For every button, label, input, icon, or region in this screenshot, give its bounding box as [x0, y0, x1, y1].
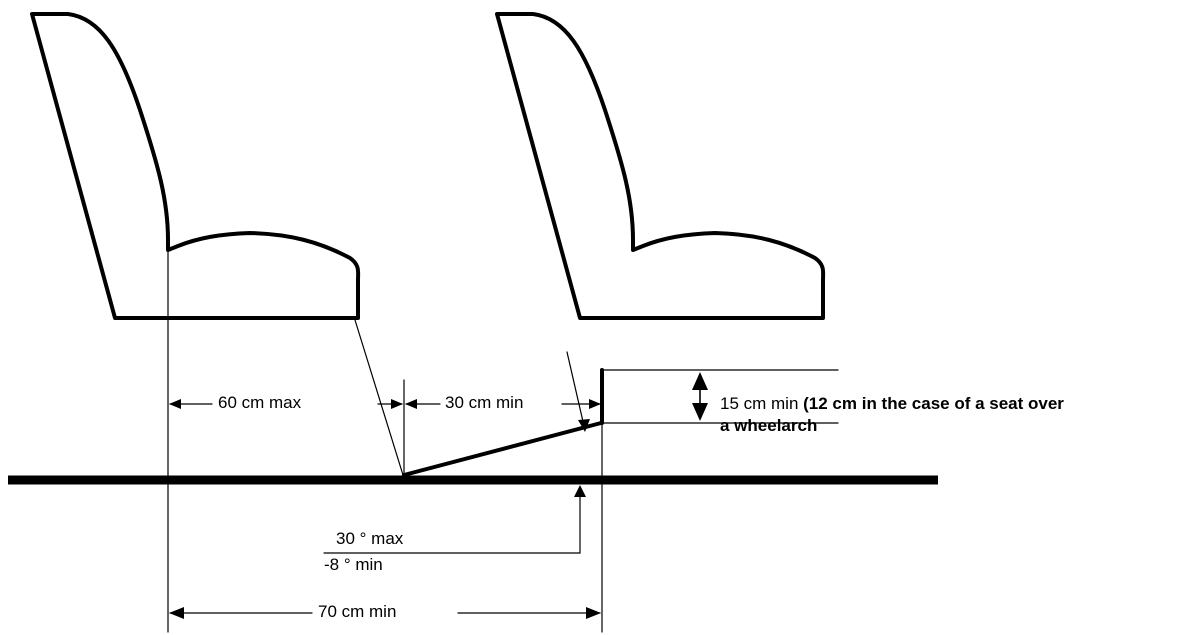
seat-spacing-arrow-right: [391, 399, 403, 409]
angle-indicator-arrow: [574, 485, 586, 497]
step-pointer-line: [566, 351, 585, 427]
step-depth-arrow-left: [405, 399, 417, 409]
clearance-arrow-right: [586, 607, 601, 619]
sloped-step-surface: [402, 421, 603, 477]
seat-front-slant-line: [354, 319, 404, 476]
angle-min-label: -8 ° min: [324, 555, 383, 574]
angle-max-label: 30 ° max: [336, 529, 404, 548]
height-label-prefix: 15 cm min: [720, 394, 804, 413]
seat-spacing-arrow-left: [169, 399, 181, 409]
height-arrow-down: [692, 403, 708, 421]
height-label-bold-line2: a wheelarch: [720, 416, 818, 435]
clearance-arrow-left: [169, 607, 184, 619]
left-seat: [30, 12, 361, 320]
height-arrow-up: [692, 372, 708, 390]
step-depth-arrow-right: [589, 399, 601, 409]
step-pointer-arrow: [578, 419, 590, 432]
right-seat: [495, 12, 826, 320]
step-depth-label: 30 cm min: [445, 393, 524, 413]
height-label: 15 cm min (12 cm in the case of a seat o…: [720, 393, 1064, 437]
seat-spacing-label: 60 cm max: [218, 393, 302, 413]
height-label-bold-line1: (12 cm in the case of a seat over: [803, 394, 1064, 413]
clearance-label: 70 cm min: [318, 602, 397, 622]
